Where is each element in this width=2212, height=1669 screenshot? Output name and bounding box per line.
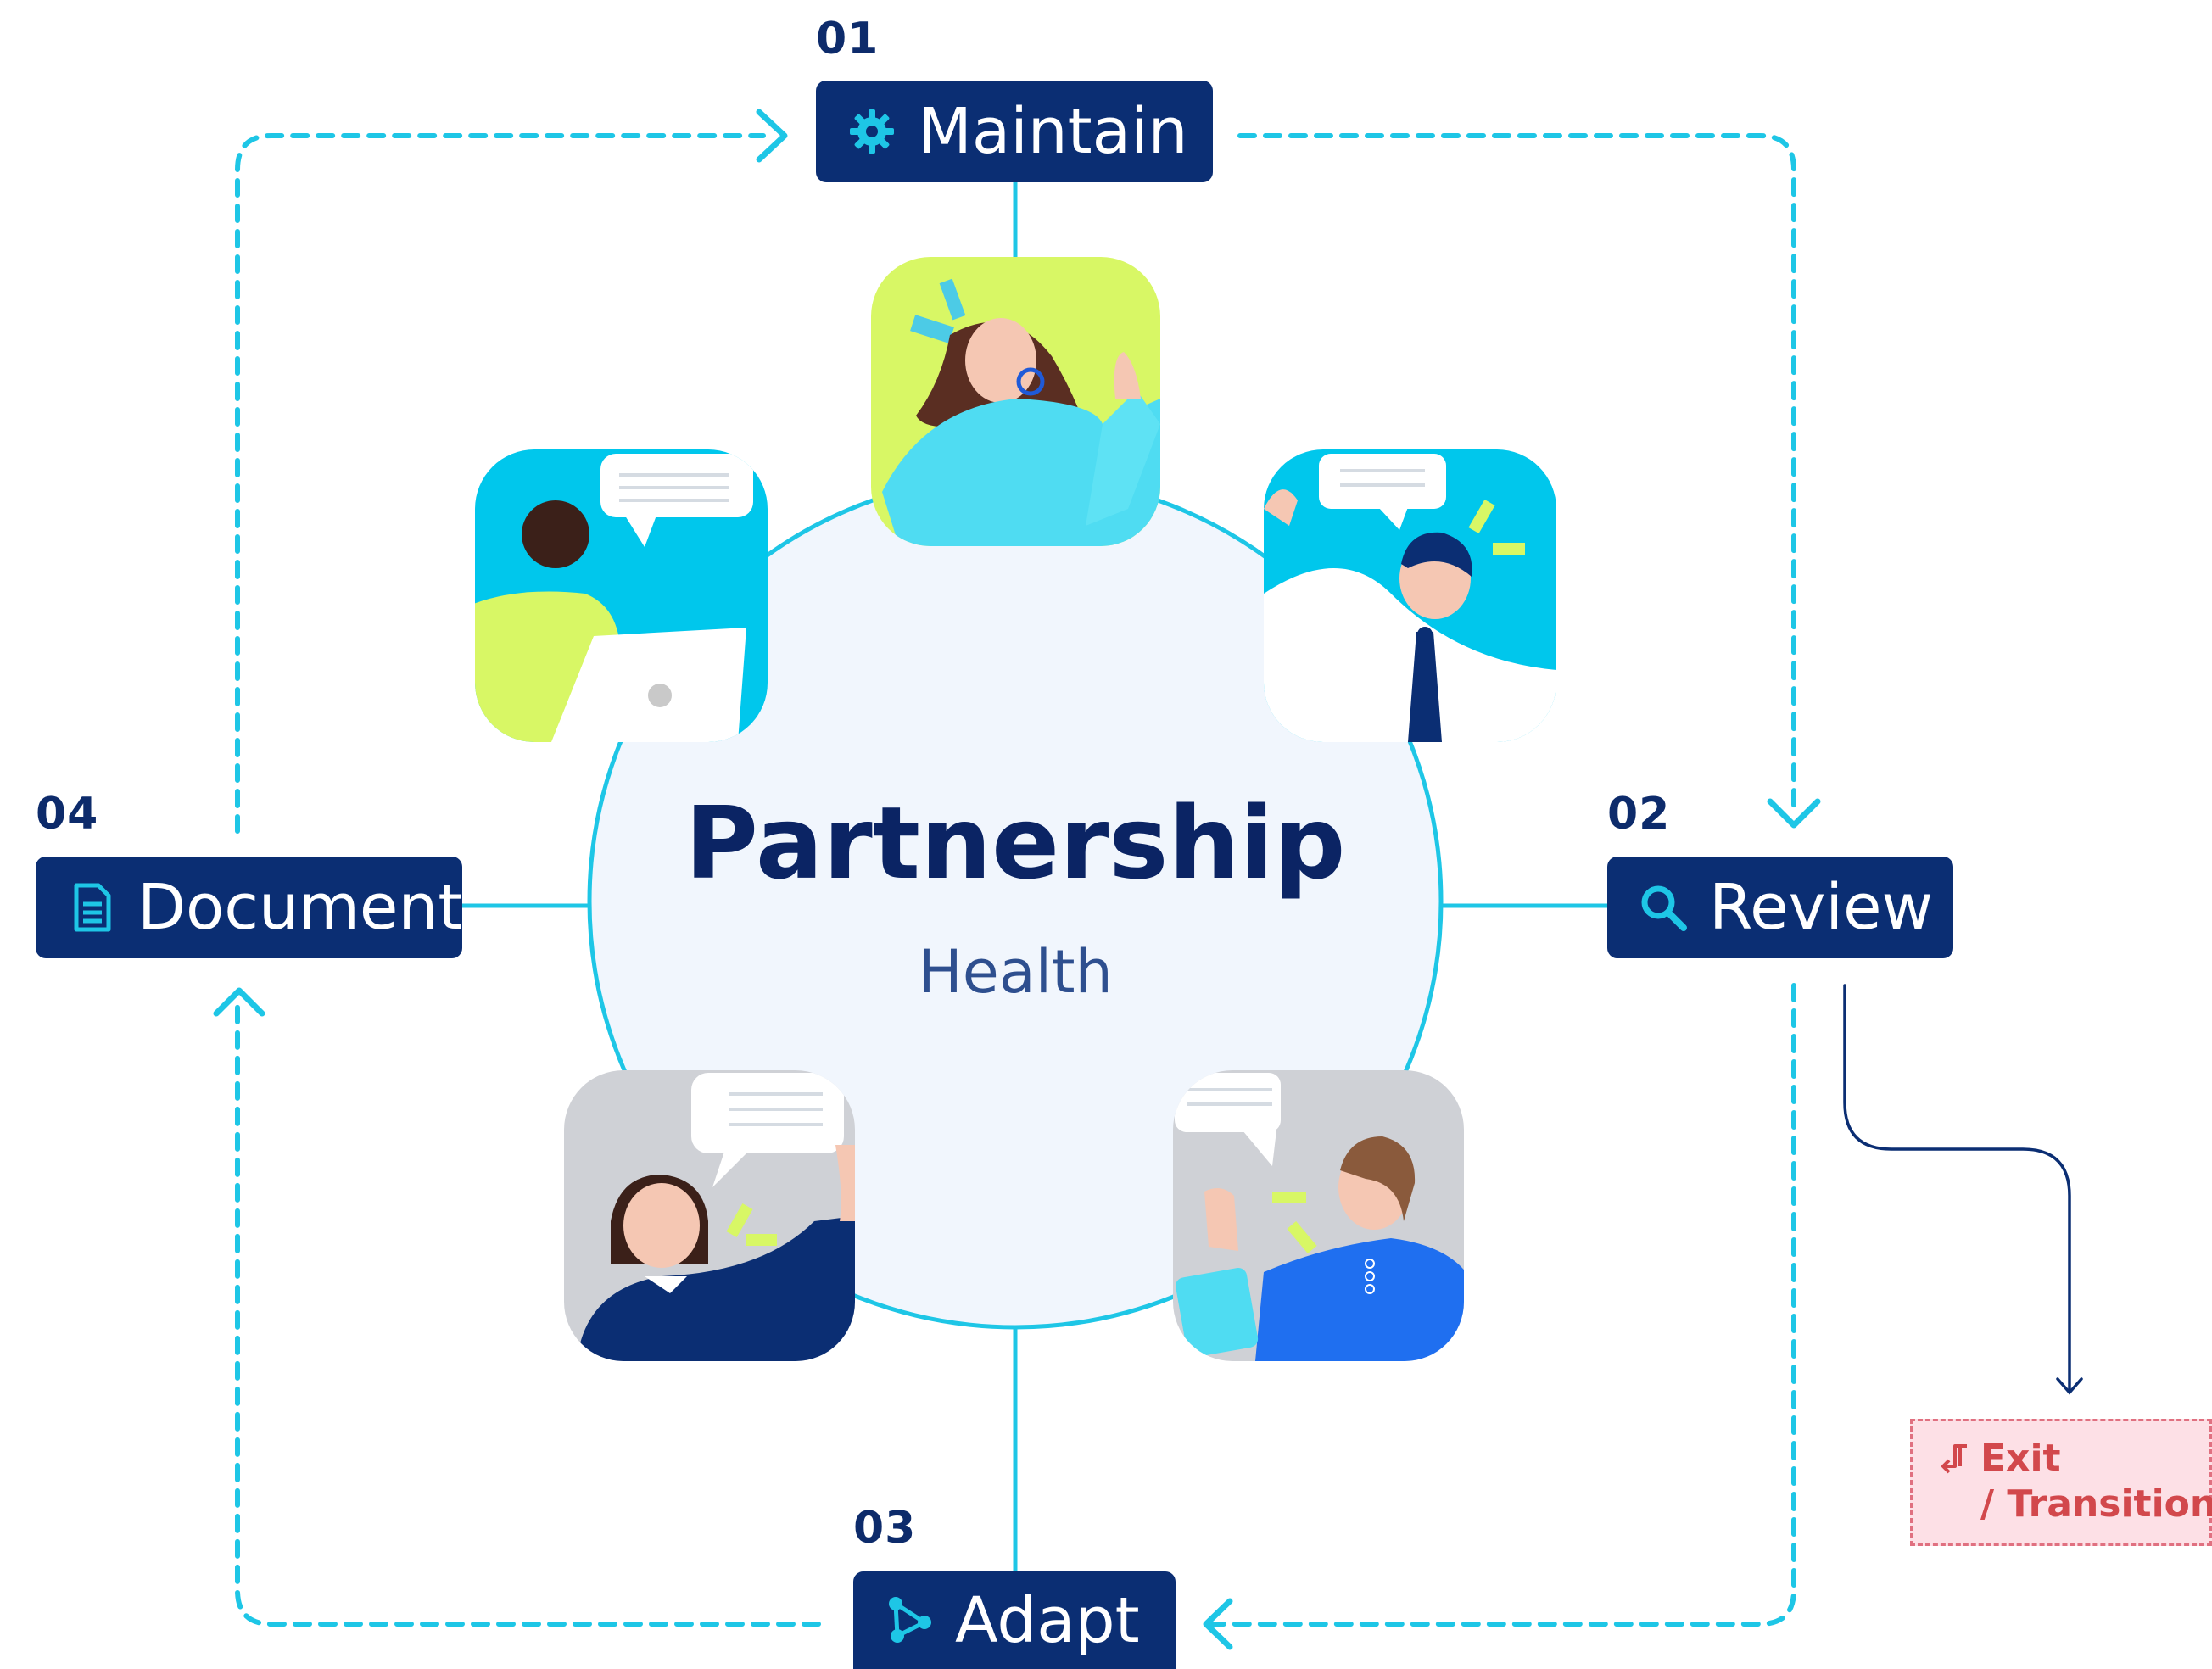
exit-transition-box[interactable]: Exit / Transition	[1910, 1419, 2212, 1546]
dashed-cycle-connectors	[235, 133, 1796, 1627]
cycle-arrowheads	[213, 109, 1821, 1650]
maintain-label: Maintain	[918, 95, 1188, 168]
adapt-node[interactable]: Adapt	[853, 1571, 1176, 1669]
document-icon	[64, 880, 119, 935]
review-node[interactable]: Review	[1607, 857, 1953, 958]
step-number-adapt: 03	[853, 1503, 917, 1554]
exit-label: Exit	[1980, 1437, 2061, 1480]
illustration-man-tablet	[1173, 1070, 1464, 1361]
maintain-node[interactable]: Maintain	[816, 81, 1213, 182]
adapt-label: Adapt	[955, 1583, 1140, 1657]
step-number-maintain: 01	[816, 14, 880, 64]
center-subtitle: Health	[918, 937, 1113, 1007]
illustration-woman-pointing	[871, 257, 1160, 546]
step-number-review: 02	[1607, 789, 1671, 840]
center-title: Partnership	[684, 784, 1346, 901]
document-node[interactable]: Document	[36, 857, 462, 958]
search-icon	[1636, 880, 1690, 935]
transition-label: / Transition	[1980, 1482, 2212, 1526]
illustration-man-tie	[1264, 449, 1556, 742]
branch-nodes-icon	[882, 1594, 936, 1648]
document-label: Document	[137, 871, 463, 944]
illustration-woman-waving	[564, 1070, 855, 1361]
exit-arrow-icon	[1936, 1441, 1972, 1476]
spokes	[462, 182, 1607, 1573]
gear-icon	[845, 104, 899, 159]
review-label: Review	[1709, 871, 1934, 944]
step-number-document: 04	[36, 789, 99, 840]
illustration-person-laptop	[475, 449, 768, 742]
exit-connector	[1843, 984, 2083, 1395]
